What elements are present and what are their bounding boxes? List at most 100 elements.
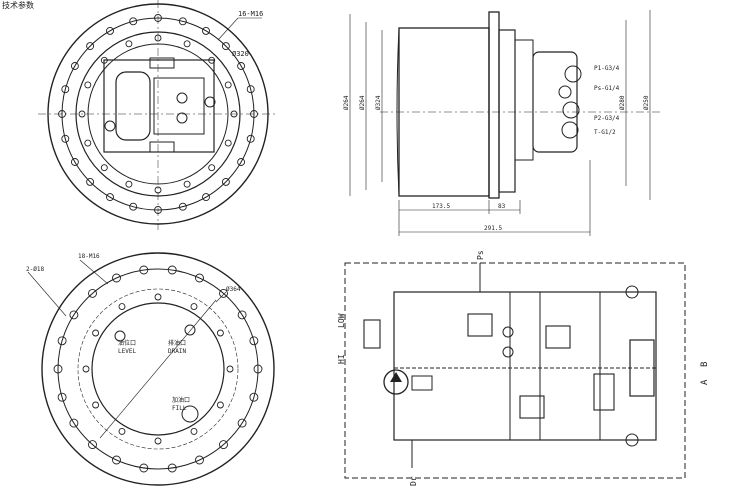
- bolt-hole: [178, 17, 187, 26]
- bolt-hole: [190, 427, 198, 435]
- bolt-hole: [237, 310, 247, 320]
- drain-en: DRAIN: [168, 348, 186, 355]
- bolt-hole: [226, 365, 234, 373]
- callout-leader-left: [27, 271, 67, 317]
- bolt-hole: [250, 110, 258, 118]
- fill-plug: [181, 405, 199, 423]
- port-p1: [564, 65, 582, 83]
- port-label-ps: Ps-G1/4: [594, 85, 620, 92]
- brake-cylinder: [363, 319, 381, 349]
- callout-top: 18-M16: [78, 253, 100, 260]
- bolt-hole: [202, 193, 210, 202]
- bolt-hole: [253, 364, 263, 374]
- rear-view: 油位口 LEVEL 排油口 DRAIN 加油口 FILL 2-Ø18 18-M1…: [26, 252, 275, 486]
- header-text: 技术参数: [2, 0, 34, 10]
- valve-symbol-3: [519, 395, 545, 419]
- bolt-hole: [84, 139, 92, 147]
- bolt-hole: [202, 26, 210, 35]
- bolt-hole: [125, 180, 133, 188]
- port-label-p1: P1-G3/4: [594, 65, 620, 72]
- port-a-label: A: [700, 379, 710, 385]
- schematic-main-loop: [393, 291, 657, 441]
- bolt-hole: [70, 62, 79, 70]
- bolt-hole: [61, 134, 70, 143]
- flange-plate: [488, 11, 500, 199]
- check-valve-3: [625, 285, 639, 299]
- side-view: Ø264 Ø264 Ø324 Ø280 Ø250 P1-G3/4 Ps-G1/4…: [343, 10, 660, 236]
- bolt-hole: [216, 401, 224, 409]
- bolt-hole: [61, 85, 70, 94]
- callout-leader-top: [79, 259, 109, 285]
- bolt-hole: [178, 202, 187, 211]
- bolt-hole: [82, 365, 90, 373]
- valve-symbol-2: [545, 325, 571, 349]
- low-label: LOW: [337, 313, 346, 328]
- bolt-hole: [58, 110, 66, 118]
- bolt-hole: [84, 81, 92, 89]
- callout-diameter: Ø364: [226, 286, 241, 293]
- bolt-hole: [129, 202, 138, 211]
- dim-left-3: Ø324: [375, 95, 382, 110]
- port-label-p2: P2-G3/4: [594, 115, 620, 122]
- port-ps-label: Ps: [476, 250, 485, 260]
- bolt-hole: [88, 440, 97, 450]
- bolt-hole: [118, 427, 126, 435]
- dim-text-bottom-2: 83: [498, 203, 506, 210]
- port-dr-label: Dr: [409, 476, 418, 486]
- dim-left-2: Ø264: [359, 95, 366, 110]
- valve-symbol-1: [467, 313, 493, 337]
- motor-housing: [498, 29, 516, 193]
- bolt-hole: [154, 293, 162, 301]
- bolt-hole: [246, 134, 255, 143]
- schematic-frame: [344, 262, 686, 479]
- fill-cn: 加油口: [172, 396, 190, 404]
- bolt-hole: [237, 62, 246, 70]
- drain-plug: [184, 324, 196, 336]
- bolt-hole: [86, 177, 95, 186]
- bolt-hole: [92, 329, 100, 337]
- hydraulic-schematic: Ps Dr HI LOW A B: [337, 250, 710, 486]
- dim-right-2: Ø250: [643, 95, 650, 110]
- valve-block-tab-bottom: [149, 141, 175, 153]
- hi-label: HI: [337, 354, 346, 364]
- bolt-hole: [219, 440, 228, 450]
- bolt-hole: [221, 177, 230, 186]
- bolt-hole: [224, 81, 232, 89]
- port-ps: [558, 85, 572, 99]
- bolt-hole: [154, 437, 162, 445]
- bolt-hole: [154, 186, 162, 194]
- bolt-hole: [167, 265, 177, 275]
- bolt-hole: [78, 110, 86, 118]
- mount-circle-right: [204, 96, 216, 108]
- swash-plate-control: [411, 375, 433, 391]
- level-cn: 油位口: [118, 339, 136, 347]
- port-b-label: B: [700, 362, 710, 367]
- port-circle-2: [176, 112, 188, 124]
- bolt-hole: [208, 164, 216, 172]
- bolt-hole: [249, 336, 259, 346]
- check-valve-2: [502, 346, 514, 358]
- bolt-hole: [216, 329, 224, 337]
- bolt-hole: [190, 303, 198, 311]
- level-plug: [114, 330, 126, 342]
- bolt-hole: [118, 303, 126, 311]
- bolt-hole: [154, 34, 162, 42]
- diameter-callout-top: Ø320: [232, 50, 249, 58]
- port-label-t: T-G1/2: [594, 129, 616, 136]
- rear-diagonal-leader: [99, 299, 217, 439]
- valve-head: [532, 51, 578, 153]
- bolt-hole: [224, 139, 232, 147]
- bolt-hole: [195, 273, 204, 283]
- bolt-hole: [183, 180, 191, 188]
- valve-symbol-4: [593, 373, 615, 411]
- dim-right-1: Ø280: [619, 95, 626, 110]
- bolt-hole: [69, 418, 79, 428]
- bolt-hole: [237, 158, 246, 166]
- valve-block-tab-top: [149, 57, 175, 69]
- rear-bolt-holes: [53, 265, 263, 473]
- bolt-hole: [246, 85, 255, 94]
- bolt-hole: [70, 158, 79, 166]
- callout-leader-holes: [217, 17, 239, 41]
- top-front-view: 技术参数 16-M16 Ø320: [2, 0, 278, 230]
